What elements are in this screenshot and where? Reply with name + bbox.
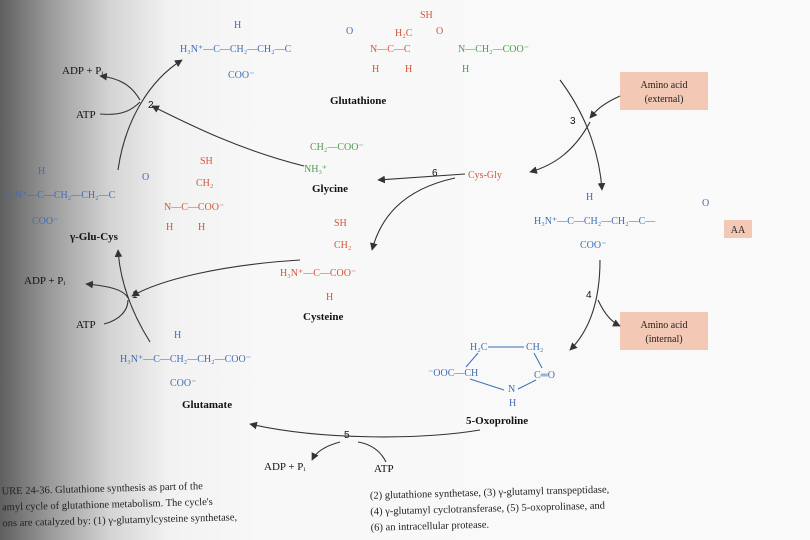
glycine-structure: CH₂—COO⁻ NH₃⁺ Glycine bbox=[304, 142, 364, 195]
step6-number: 6 bbox=[432, 168, 438, 179]
glutamate-main: H₃N⁺—C—CH₂—CH₂—COO⁻ bbox=[120, 354, 251, 365]
glutathione-cys-sh: SH bbox=[420, 10, 433, 21]
cysteine-sh: SH bbox=[334, 218, 347, 229]
cysteine-structure: SH CH₂ H₃N⁺—C—COO⁻ H Cysteine bbox=[280, 218, 356, 323]
gglu-aa-coo: COO⁻ bbox=[580, 240, 606, 251]
glutathione-cys-part: N—C—C bbox=[370, 44, 411, 55]
glucys-cys-part: N—C—COO⁻ bbox=[164, 202, 224, 213]
step5-atp: ATP bbox=[374, 463, 394, 475]
glutathione-structure: H H₃N⁺—C—CH₂—CH₂—C COO⁻ O N—C—C H H H₂C … bbox=[180, 10, 529, 107]
glucys-glu-coo: COO⁻ bbox=[32, 216, 58, 227]
glutathione-cys-nh: H bbox=[372, 64, 379, 75]
step5-adp-pi: ADP + Pᵢ bbox=[264, 461, 305, 473]
gglu-aa-aa-box: AA bbox=[731, 225, 746, 236]
caption-left-2: amyl cycle of glutathione metabolism. Th… bbox=[2, 497, 213, 514]
glutamate-coo: COO⁻ bbox=[170, 378, 196, 389]
glutathione-name: Glutathione bbox=[330, 95, 386, 107]
gglu-aa-h: H bbox=[586, 192, 593, 203]
gglu-aa-o: O bbox=[702, 198, 709, 209]
glutamate-name: Glutamate bbox=[182, 399, 232, 411]
glucys-cys-side: CH₂ bbox=[196, 178, 213, 189]
glutathione-cys-h: H bbox=[405, 64, 412, 75]
glycine-top: CH₂—COO⁻ bbox=[310, 142, 364, 153]
glutathione-cys-side: H₂C bbox=[395, 28, 413, 39]
cysteine-name: Cysteine bbox=[303, 311, 343, 323]
oxo-ring-top-right: CH₂ bbox=[526, 342, 543, 353]
step2-adp-pi: ADP + Pᵢ bbox=[62, 65, 103, 77]
oxo-ring-h: H bbox=[509, 398, 516, 409]
amino-external-line2: (external) bbox=[645, 94, 684, 105]
glutathione-gly-part: N—CH₂—COO⁻ bbox=[458, 44, 529, 55]
step1-atp: ATP bbox=[76, 319, 96, 331]
step2-number: 2 bbox=[148, 100, 154, 111]
oxoproline-name: 5-Oxoproline bbox=[466, 415, 528, 427]
oxoproline-structure: H₂C CH₂ ⁻OOC—CH C═O N H 5-Oxoproline bbox=[428, 342, 555, 427]
step1-adp-pi: ADP + Pᵢ bbox=[24, 275, 65, 287]
reaction-arrows bbox=[85, 59, 621, 463]
caption-right-1: (2) glutathione synthetase, (3) γ-glutam… bbox=[370, 485, 610, 502]
caption-left-3: ons are catalyzed by: (1) γ-glutamylcyst… bbox=[2, 512, 237, 529]
glutathione-glu-o: O bbox=[346, 26, 353, 37]
oxo-ring-left: ⁻OOC—CH bbox=[428, 368, 478, 379]
glucys-glu-h: H bbox=[38, 166, 45, 177]
caption-right-2: (4) γ-glutamyl cyclotransferase, (5) 5-o… bbox=[370, 501, 606, 518]
glycine-bottom: NH₃⁺ bbox=[304, 164, 327, 175]
amino-internal-line2: (internal) bbox=[645, 334, 682, 345]
glucys-cys-h: H bbox=[198, 222, 205, 233]
glutamate-h: H bbox=[174, 330, 181, 341]
oxo-ring-n: N bbox=[508, 384, 515, 395]
caption-right-3: (6) an intracellular protease. bbox=[371, 520, 490, 534]
oxo-ring-right: C═O bbox=[534, 370, 555, 381]
glutathione-glu-part: H₃N⁺—C—CH₂—CH₂—C bbox=[180, 44, 292, 55]
glutathione-glu-h: H bbox=[234, 20, 241, 31]
amino-acid-external-box: Amino acid (external) bbox=[620, 72, 708, 110]
glucys-cys-sh: SH bbox=[200, 156, 213, 167]
glycine-name: Glycine bbox=[312, 183, 348, 195]
gamma-glutamyl-amino-acid-structure: H H₃N⁺—C—CH₂—CH₂—C— COO⁻ O AA bbox=[534, 192, 752, 251]
glucys-cys-nh: H bbox=[166, 222, 173, 233]
caption-left-1: URE 24-36. Glutathione synthesis as part… bbox=[2, 481, 204, 497]
oxo-ring-top-left: H₂C bbox=[470, 342, 488, 353]
step3-number: 3 bbox=[570, 116, 576, 127]
glutathione-glu-coo: COO⁻ bbox=[228, 70, 254, 81]
amino-acid-internal-box: Amino acid (internal) bbox=[620, 312, 708, 350]
step5-number: 5 bbox=[344, 430, 350, 441]
amino-internal-line1: Amino acid bbox=[641, 320, 688, 331]
cysteine-main: H₃N⁺—C—COO⁻ bbox=[280, 268, 356, 279]
glu-cys-name: γ-Glu-Cys bbox=[69, 231, 119, 243]
amino-external-line1: Amino acid bbox=[641, 80, 688, 91]
figure-caption: URE 24-36. Glutathione synthesis as part… bbox=[2, 481, 610, 534]
cysteine-side: CH₂ bbox=[334, 240, 351, 251]
cysteine-h: H bbox=[326, 292, 333, 303]
step2-atp: ATP bbox=[76, 109, 96, 121]
cys-gly-label: Cys-Gly bbox=[468, 170, 502, 181]
gglu-aa-main: H₃N⁺—C—CH₂—CH₂—C— bbox=[534, 216, 656, 227]
glucys-glu-part: H₃N⁺—C—CH₂—CH₂—C bbox=[4, 190, 116, 201]
glutamate-structure: H H₃N⁺—C—CH₂—CH₂—COO⁻ COO⁻ Glutamate bbox=[120, 330, 251, 411]
glutathione-cys-o: O bbox=[436, 26, 443, 37]
glutathione-gly-h: H bbox=[462, 64, 469, 75]
glucys-glu-o: O bbox=[142, 172, 149, 183]
step4-number: 4 bbox=[586, 290, 592, 301]
glu-cys-structure: H H₃N⁺—C—CH₂—CH₂—C COO⁻ O N—C—COO⁻ H H C… bbox=[4, 156, 224, 243]
